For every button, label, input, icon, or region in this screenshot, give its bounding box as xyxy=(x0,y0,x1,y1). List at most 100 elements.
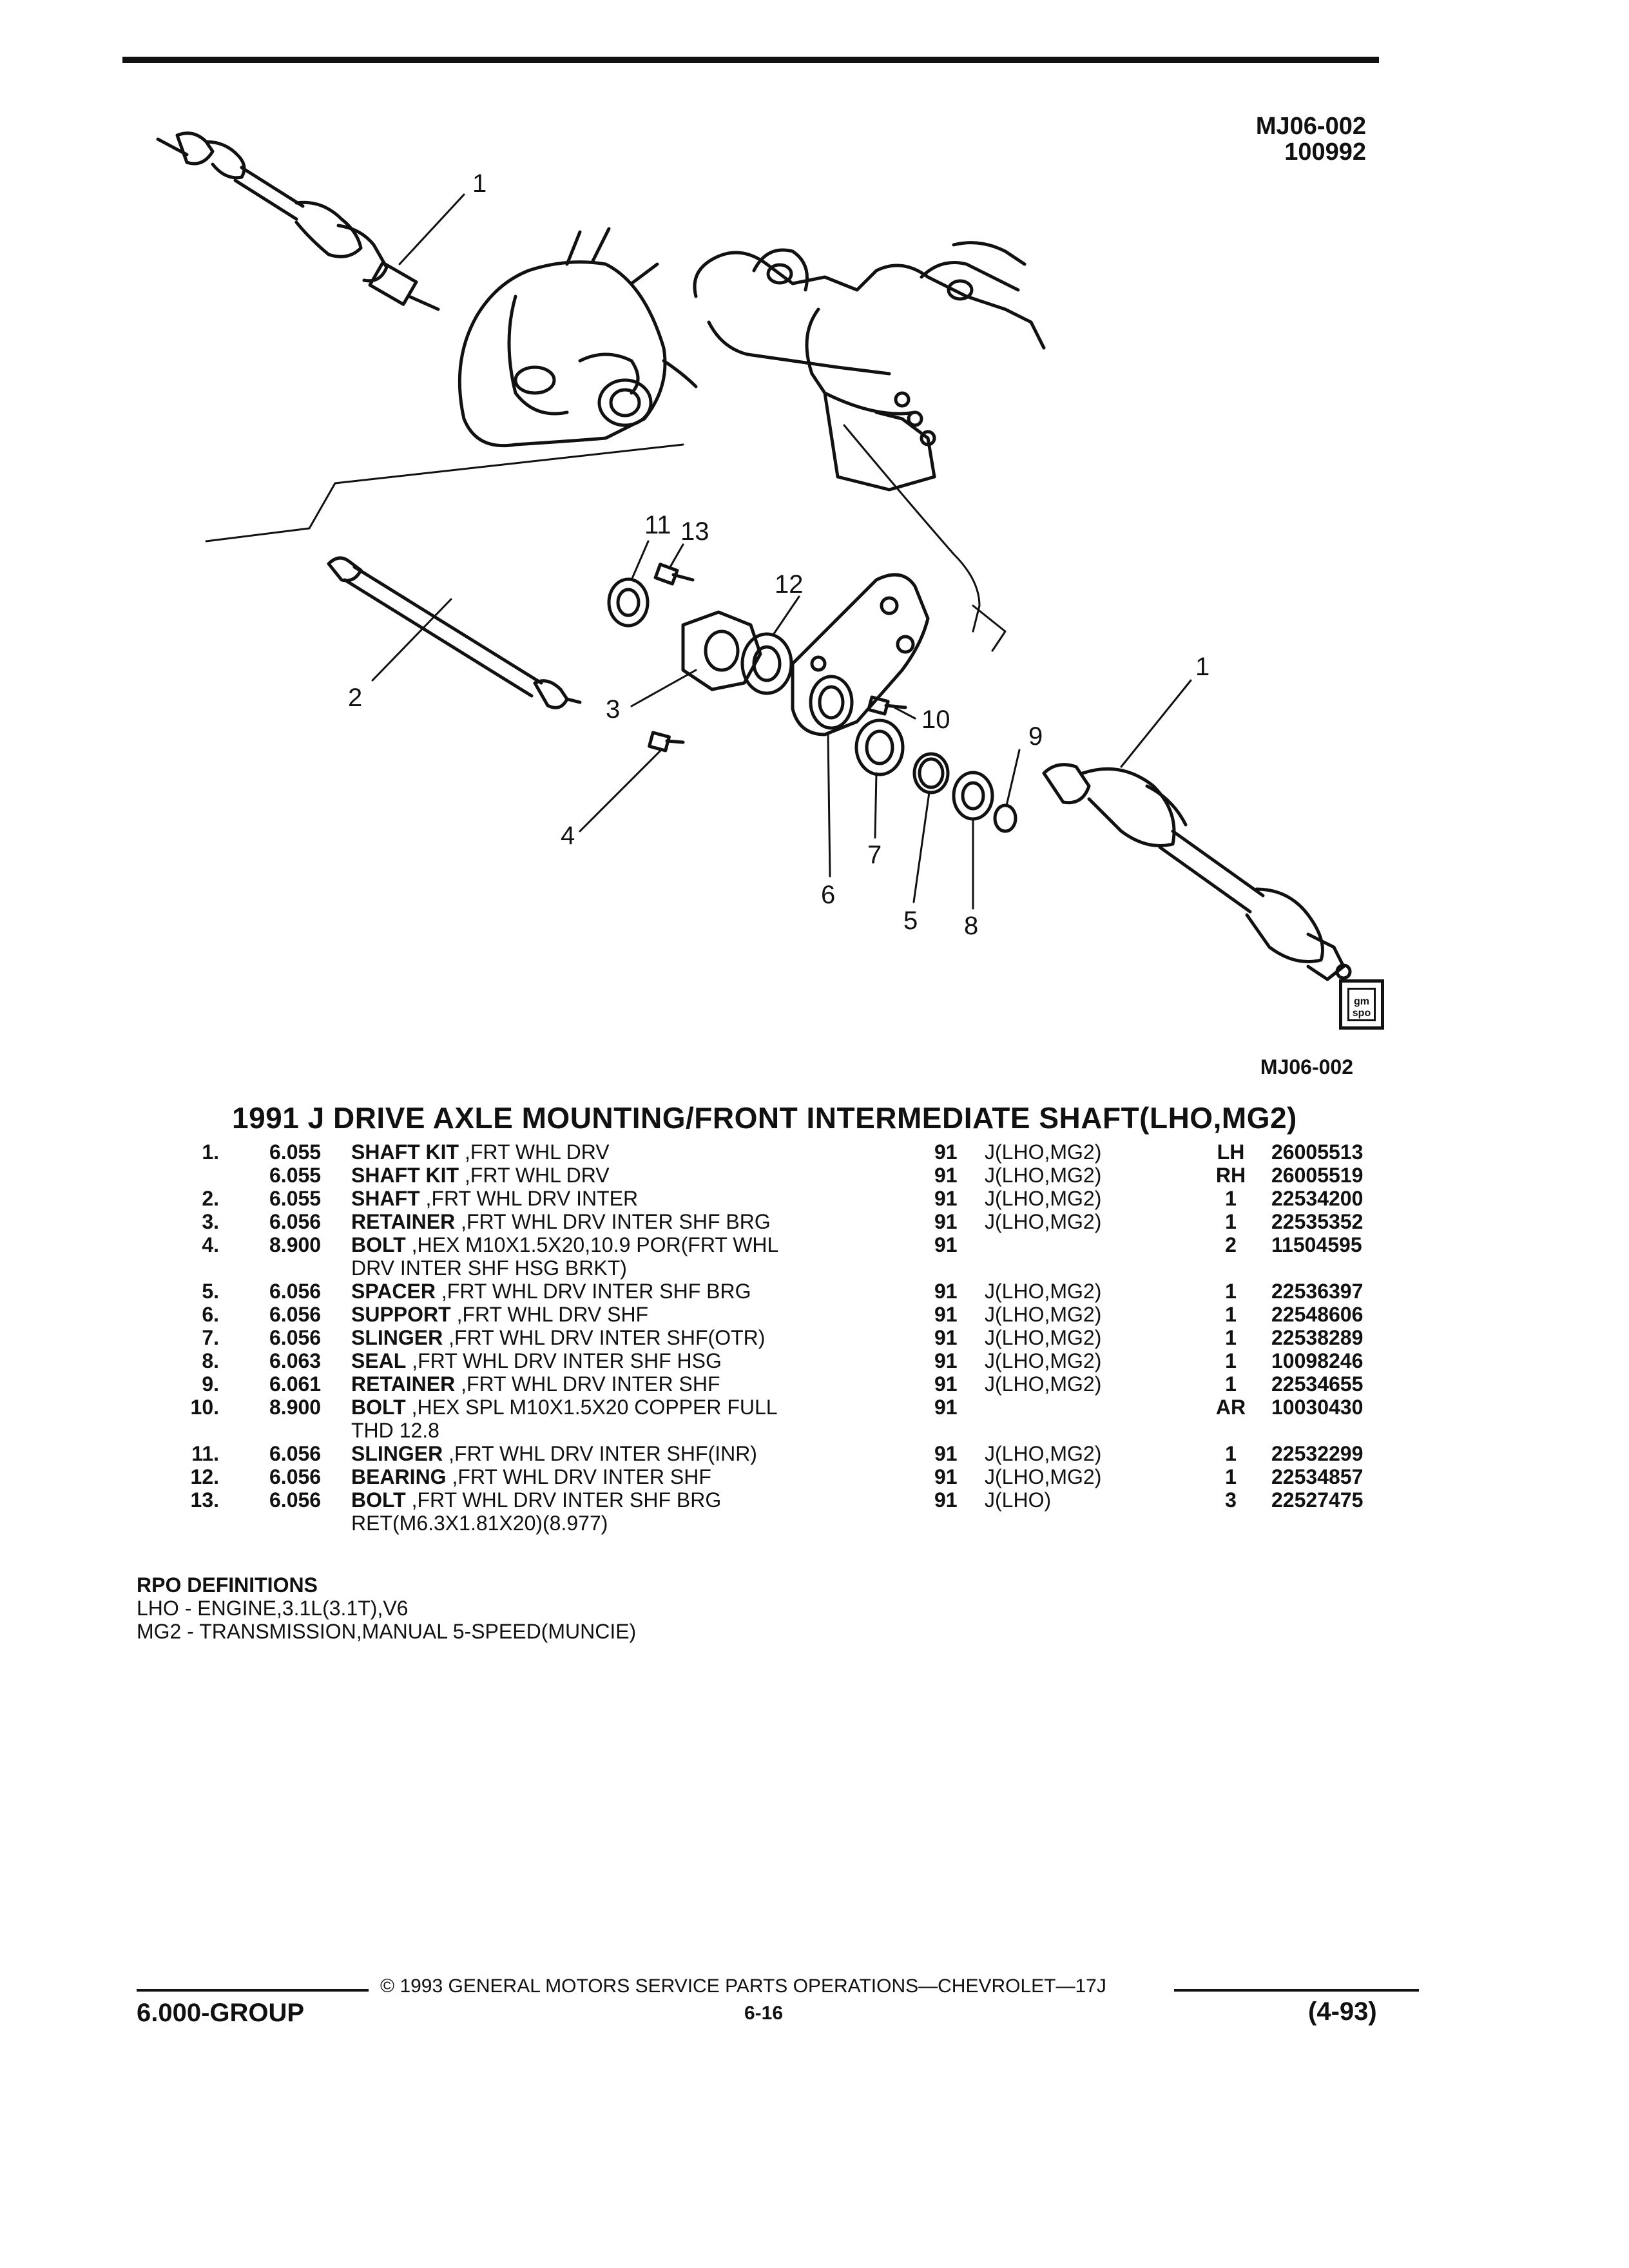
model-code: J(LHO,MG2) xyxy=(985,1442,1102,1465)
part-description-continued: RET(M6.3X1.81X20)(8.977) xyxy=(351,1512,608,1535)
model-code: J(LHO,MG2) xyxy=(985,1465,1102,1488)
group-number: 6.056 xyxy=(269,1488,322,1512)
group-number: 6.056 xyxy=(269,1465,322,1488)
right-drive-shaft-drawing xyxy=(1042,763,1352,981)
part-detail: ,FRT WHL DRV INTER SHF HSG xyxy=(406,1349,722,1372)
model-code: J(LHO,MG2) xyxy=(985,1303,1102,1326)
part-detail: ,FRT WHL DRV xyxy=(459,1164,610,1187)
model-year: 91 xyxy=(934,1349,958,1372)
rpo-line-mg2: MG2 - TRANSMISSION,MANUAL 5-SPEED(MUNCIE… xyxy=(137,1620,637,1643)
part-name: SEAL xyxy=(351,1349,407,1372)
item-number: 9. xyxy=(202,1372,219,1396)
gm-badge-line-1: gm xyxy=(1354,996,1369,1007)
model-year: 91 xyxy=(934,1396,958,1419)
rpo-line-lho: LHO - ENGINE,3.1L(3.1T),V6 xyxy=(137,1597,409,1620)
callout-5: 5 xyxy=(903,907,918,935)
part-name: BOLT xyxy=(351,1488,406,1512)
part-name: BOLT xyxy=(351,1396,406,1419)
footer-rule-left xyxy=(137,1989,369,1992)
part-description: BEARING ,FRT WHL DRV INTER SHF xyxy=(351,1465,711,1488)
bolt-4-drawing xyxy=(648,731,685,753)
part-description: RETAINER ,FRT WHL DRV INTER SHF xyxy=(351,1372,720,1396)
group-number: 6.061 xyxy=(269,1372,322,1396)
part-number: 22538289 xyxy=(1271,1326,1364,1349)
part-description: SHAFT KIT ,FRT WHL DRV xyxy=(351,1164,610,1187)
part-detail: ,HEX M10X1.5X20,10.9 POR(FRT WHL xyxy=(405,1233,779,1256)
group-number: 8.900 xyxy=(269,1396,322,1419)
part-name: SHAFT KIT xyxy=(351,1140,459,1164)
quantity: 1 xyxy=(1225,1465,1237,1488)
part-description: SHAFT ,FRT WHL DRV INTER xyxy=(351,1187,638,1210)
part-name: BOLT xyxy=(351,1233,406,1256)
part-number: 22534655 xyxy=(1271,1372,1364,1396)
part-name: SLINGER xyxy=(351,1442,443,1465)
part-description: SEAL ,FRT WHL DRV INTER SHF HSG xyxy=(351,1349,722,1372)
model-year: 91 xyxy=(934,1303,958,1326)
item-number: 4. xyxy=(202,1233,219,1256)
item-number: 1. xyxy=(202,1140,219,1164)
model-code: J(LHO,MG2) xyxy=(985,1326,1102,1349)
part-detail: ,HEX SPL M10X1.5X20 COPPER FULL xyxy=(405,1396,778,1419)
model-year: 91 xyxy=(934,1280,958,1303)
model-code: J(LHO,MG2) xyxy=(985,1372,1102,1396)
group-number: 8.900 xyxy=(269,1233,322,1256)
part-detail: ,FRT WHL DRV INTER SHF(INR) xyxy=(443,1442,757,1465)
group-number: 6.063 xyxy=(269,1349,322,1372)
footer-copyright: © 1993 GENERAL MOTORS SERVICE PARTS OPER… xyxy=(380,1975,1106,1997)
bearing-drawing xyxy=(740,632,793,695)
diagram-code: MJ06-002 100992 xyxy=(1211,113,1366,165)
rpo-definitions: RPO DEFINITIONS LHO - ENGINE,3.1L(3.1T),… xyxy=(137,1573,636,1643)
diagram-code-line-1: MJ06-002 xyxy=(1255,113,1366,140)
part-description-continued: DRV INTER SHF HSG BRKT) xyxy=(351,1256,627,1280)
part-detail: ,FRT WHL DRV INTER SHF BRG xyxy=(405,1488,722,1512)
part-description: BOLT ,HEX SPL M10X1.5X20 COPPER FULL xyxy=(351,1396,778,1419)
model-year: 91 xyxy=(934,1233,958,1256)
model-year: 91 xyxy=(934,1442,958,1465)
group-number: 6.056 xyxy=(269,1280,322,1303)
part-number: 22527475 xyxy=(1271,1488,1364,1512)
item-number: 12. xyxy=(190,1465,219,1488)
bolt-13-drawing xyxy=(653,562,695,586)
model-year: 91 xyxy=(934,1187,958,1210)
part-name: SHAFT xyxy=(351,1187,420,1210)
quantity: 1 xyxy=(1225,1210,1237,1233)
callout-1-right: 1 xyxy=(1195,653,1210,681)
gm-spo-logo: gm spo xyxy=(1339,979,1384,1030)
part-detail: ,FRT WHL DRV INTER xyxy=(419,1187,639,1210)
quantity: 1 xyxy=(1225,1326,1237,1349)
footer-rule-right xyxy=(1174,1989,1419,1992)
callout-8: 8 xyxy=(964,912,978,940)
model-code: J(LHO,MG2) xyxy=(985,1140,1102,1164)
callout-12: 12 xyxy=(775,570,804,599)
footer-group: 6.000-GROUP xyxy=(137,1999,305,2027)
gm-badge-line-2: spo xyxy=(1352,1008,1371,1019)
footer-date: (4-93) xyxy=(1308,1997,1377,2026)
item-number: 2. xyxy=(202,1187,219,1210)
quantity: AR xyxy=(1215,1396,1246,1419)
callout-4: 4 xyxy=(561,822,575,850)
callout-10: 10 xyxy=(921,706,950,734)
model-year: 91 xyxy=(934,1210,958,1233)
model-code: J(LHO,MG2) xyxy=(985,1210,1102,1233)
group-number: 6.056 xyxy=(269,1442,322,1465)
quantity: 1 xyxy=(1225,1303,1237,1326)
part-description: SPACER ,FRT WHL DRV INTER SHF BRG xyxy=(351,1280,751,1303)
part-number: 22534200 xyxy=(1271,1187,1364,1210)
callout-leaders xyxy=(371,193,1192,910)
item-number: 13. xyxy=(190,1488,219,1512)
part-description: RETAINER ,FRT WHL DRV INTER SHF BRG xyxy=(351,1210,771,1233)
item-number: 5. xyxy=(202,1280,219,1303)
part-description-continued: THD 12.8 xyxy=(351,1419,439,1442)
part-number: 22534857 xyxy=(1271,1465,1364,1488)
callout-2: 2 xyxy=(348,684,362,712)
part-detail: ,FRT WHL DRV INTER SHF(OTR) xyxy=(443,1326,766,1349)
slinger-inner-drawing xyxy=(607,577,650,628)
quantity: 2 xyxy=(1225,1233,1237,1256)
part-number: 22536397 xyxy=(1271,1280,1364,1303)
group-number: 6.056 xyxy=(269,1326,322,1349)
diagram-code-line-2: 100992 xyxy=(1284,139,1366,166)
part-number: 10030430 xyxy=(1271,1396,1364,1419)
part-number: 22535352 xyxy=(1271,1210,1364,1233)
diagram-callouts: 1 1 2 3 4 5 6 7 8 9 10 11 12 13 xyxy=(348,169,1210,940)
slinger-outer-drawing xyxy=(854,718,905,776)
